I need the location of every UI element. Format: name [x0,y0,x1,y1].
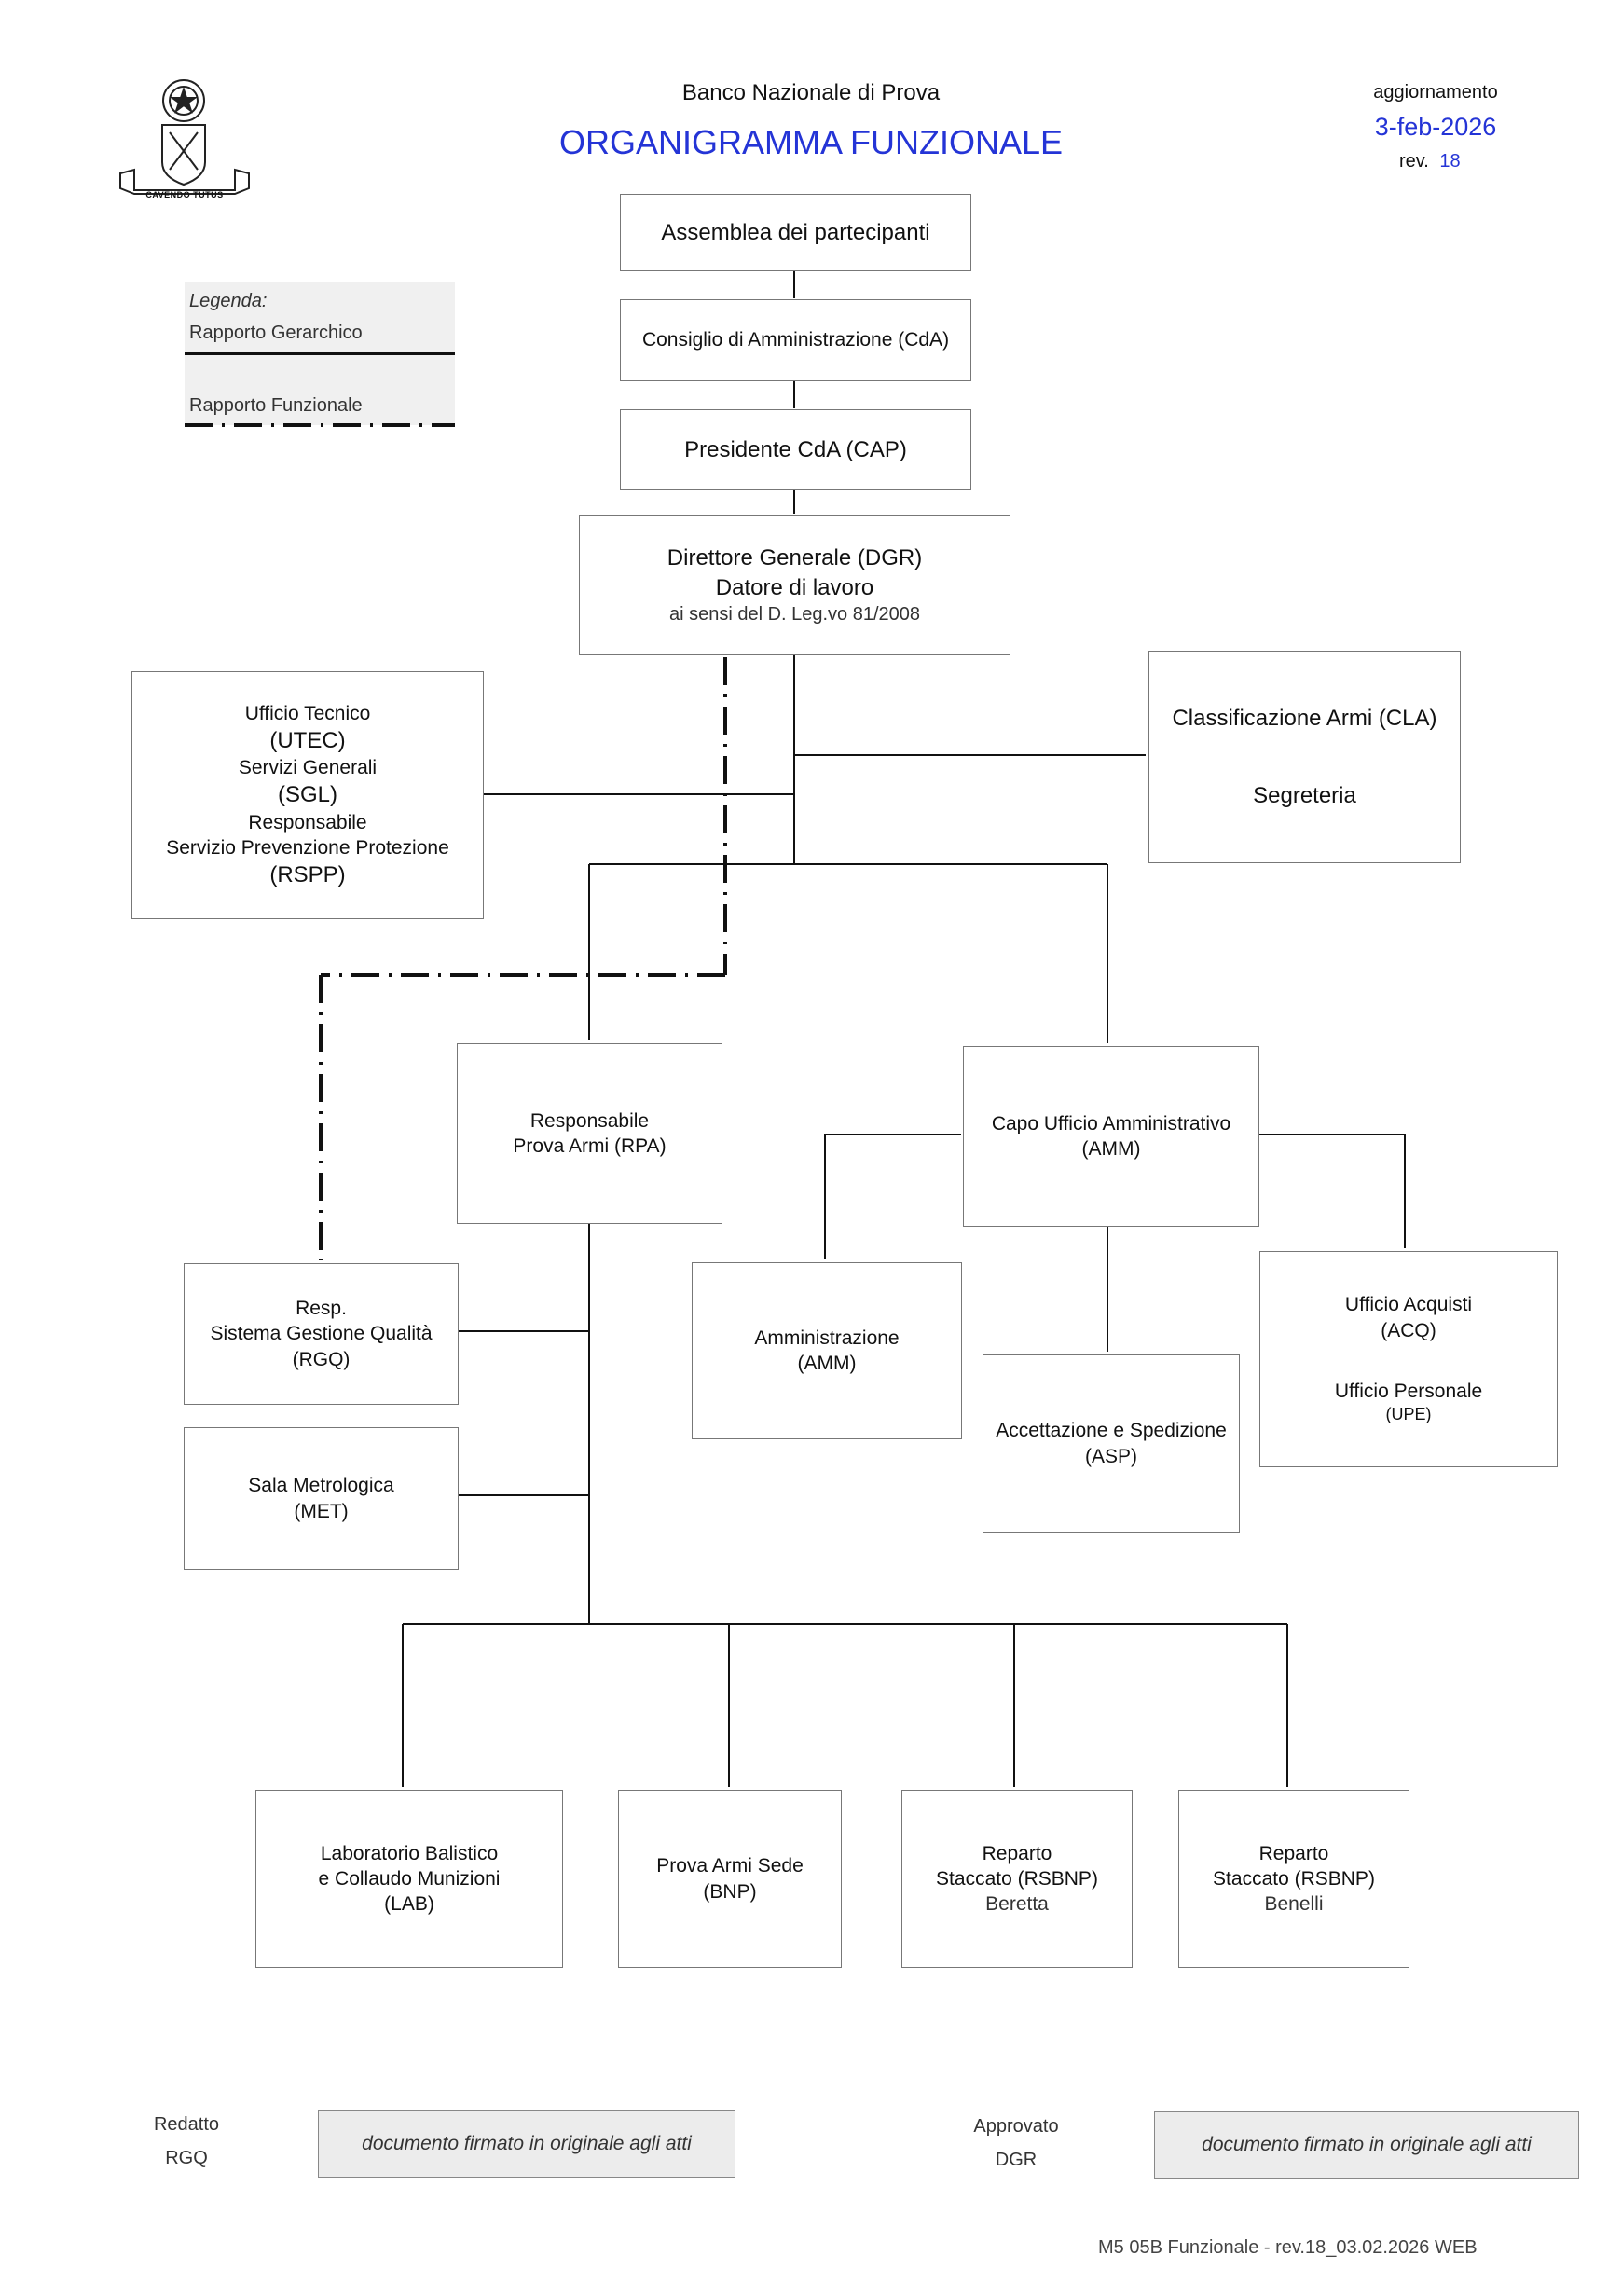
node-cda: Consiglio di Amministrazione (CdA) [620,299,971,381]
node-dgr-note: ai sensi del D. Leg.vo 81/2008 [668,603,921,625]
node-cda-label: Consiglio di Amministrazione (CdA) [641,329,950,351]
node-rgq: Resp. Sistema Gestione Qualità (RGQ) [184,1263,459,1405]
node-bnp-l1: Prova Armi Sede [656,1855,804,1877]
node-utec-l4: (SGL) [277,782,337,808]
node-rpa: Responsabile Prova Armi (RPA) [457,1043,722,1224]
node-utec-l3: Servizi Generali [238,757,378,779]
redatto-label: Redatto [153,2114,220,2135]
node-amm-head-l1: Capo Ufficio Amministrativo [991,1112,1231,1134]
revision-label: rev. [1399,151,1429,172]
node-acq: Ufficio Acquisti (ACQ) Ufficio Personale… [1259,1251,1558,1467]
node-bnp: Prova Armi Sede (BNP) [618,1790,842,1968]
node-acq-l3: Ufficio Personale [1334,1380,1483,1402]
node-cap: Presidente CdA (CAP) [620,409,971,490]
node-acq-l1: Ufficio Acquisti [1344,1294,1473,1316]
node-utec-l7: (RSPP) [269,862,346,888]
legend-hierarchical-label: Rapporto Gerarchico [189,323,363,343]
node-utec-l6: Servizio Prevenzione Protezione [166,836,449,859]
node-cla-l1: Classificazione Armi (CLA) [1172,705,1437,731]
logo: CAVENDO TUTUS [116,76,254,209]
node-rpa-l2: Prova Armi (RPA) [513,1135,667,1157]
legend: Legenda: Rapporto Gerarchico Rapporto Fu… [185,282,455,427]
legend-functional-line [185,423,455,427]
node-lab: Laboratorio Balistico e Collaudo Munizio… [255,1790,563,1968]
node-acq-l2: (ACQ) [1381,1319,1436,1341]
approvato-label: Approvato [973,2116,1059,2137]
node-dgr-subtitle: Datore di lavoro [715,574,874,600]
document-code: M5 05B Funzionale - rev.18_03.02.2026 WE… [1098,2237,1478,2258]
node-cla-l2: Segreteria [1253,783,1356,808]
node-rsbnp-benelli-l2: Staccato (RSBNP) [1213,1867,1375,1890]
document-title: ORGANIGRAMMA FUNZIONALE [558,123,1064,161]
node-utec-l5: Responsabile [248,811,367,833]
node-asp: Accettazione e Spedizione (ASP) [983,1354,1240,1533]
approvato-role: DGR [995,2150,1038,2170]
node-lab-l2: e Collaudo Munizioni [318,1867,501,1890]
node-utec-l1: Ufficio Tecnico [244,702,371,724]
node-rgq-l1: Resp. [296,1298,347,1320]
node-dgr-title: Direttore Generale (DGR) [667,545,923,571]
node-rsbnp-benelli-l1: Reparto [1258,1842,1329,1864]
node-amm: Amministrazione (AMM) [692,1262,962,1439]
revision-number: 18 [1439,151,1461,172]
node-met-l1: Sala Metrologica [248,1475,394,1497]
node-utec-l2: (UTEC) [269,727,346,753]
node-cla: Classificazione Armi (CLA) Segreteria [1148,651,1461,863]
update-label: aggiornamento [1373,82,1498,103]
node-rsbnp-beretta-l1: Reparto [982,1842,1052,1864]
redatto-signature-box: documento firmato in originale agli atti [318,2110,735,2178]
node-amm-l2: (AMM) [797,1353,857,1374]
legend-functional-label: Rapporto Funzionale [189,395,363,416]
legend-hierarchical-line [185,352,455,355]
org-name: Banco Nazionale di Prova [681,80,941,105]
node-utec: Ufficio Tecnico (UTEC) Servizi Generali … [131,671,484,919]
revision: rev. 18 [1399,151,1461,172]
node-lab-l1: Laboratorio Balistico [320,1842,499,1864]
node-amm-l1: Amministrazione [754,1327,900,1349]
node-rsbnp-beretta-l3: Beretta [985,1893,1049,1916]
node-met: Sala Metrologica (MET) [184,1427,459,1570]
node-rsbnp-benelli-l3: Benelli [1264,1893,1324,1916]
node-bnp-l2: (BNP) [703,1880,757,1903]
node-rsbnp-beretta: Reparto Staccato (RSBNP) Beretta [901,1790,1133,1968]
node-rpa-l1: Responsabile [529,1109,650,1132]
update-date: 3-feb-2026 [1374,113,1497,141]
node-assemblea: Assemblea dei partecipanti [620,194,971,271]
legend-title: Legenda: [189,291,268,311]
node-dgr: Direttore Generale (DGR) Datore di lavor… [579,515,1010,655]
node-rsbnp-beretta-l2: Staccato (RSBNP) [936,1867,1098,1890]
node-amm-head-l2: (AMM) [1081,1138,1141,1160]
node-cap-label: Presidente CdA (CAP) [684,436,907,462]
logo-motto: CAVENDO TUTUS [145,190,224,199]
redatto-role: RGQ [165,2148,208,2168]
emblem-icon [119,79,250,195]
node-lab-l3: (LAB) [384,1893,434,1916]
node-assemblea-label: Assemblea dei partecipanti [661,219,930,245]
node-amm-head: Capo Ufficio Amministrativo (AMM) [963,1046,1259,1227]
node-asp-l2: (ASP) [1084,1445,1137,1467]
node-rgq-l3: (RGQ) [292,1348,351,1370]
node-rgq-l2: Sistema Gestione Qualità [210,1323,433,1345]
approvato-signature-box: documento firmato in originale agli atti [1154,2111,1579,2179]
node-acq-l4: (UPE) [1385,1405,1432,1424]
node-asp-l1: Accettazione e Spedizione [996,1420,1227,1442]
node-rsbnp-benelli: Reparto Staccato (RSBNP) Benelli [1178,1790,1409,1968]
node-met-l2: (MET) [294,1500,349,1522]
